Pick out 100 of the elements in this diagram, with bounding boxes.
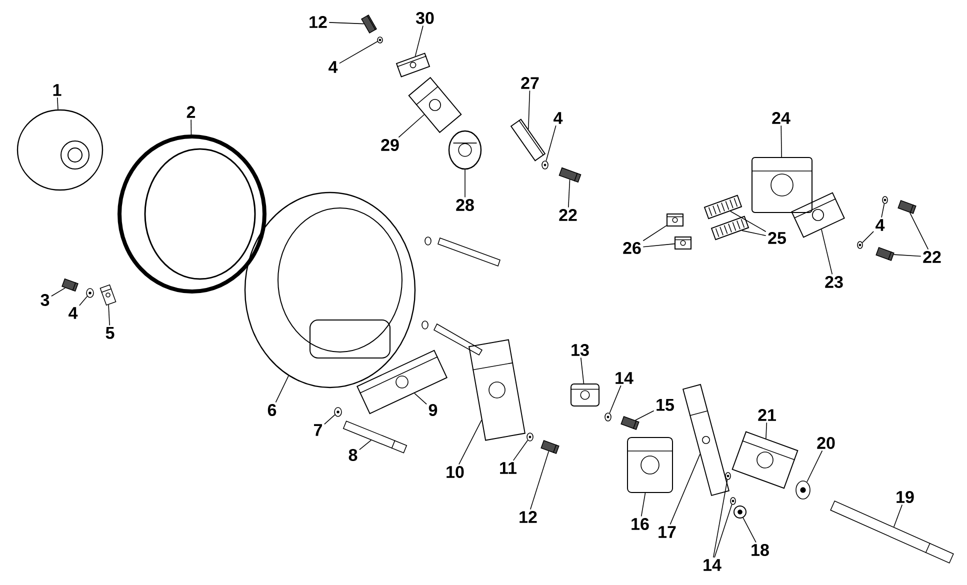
- callout-number: 30: [416, 12, 434, 24]
- leader-line: [821, 228, 833, 275]
- leader-line: [730, 210, 766, 232]
- callout-number: 6: [268, 404, 276, 416]
- callout-number: 25: [768, 232, 786, 244]
- leader-line: [414, 392, 427, 405]
- callout-number: 20: [817, 436, 835, 450]
- callout-number: 22: [923, 251, 941, 263]
- leader-line: [862, 231, 874, 244]
- screw-drawing: [620, 416, 640, 430]
- nut-drawing: [734, 506, 746, 518]
- leader-line: [634, 410, 654, 421]
- leader-line: [766, 422, 768, 439]
- callout-number: 21: [758, 409, 776, 421]
- leader-line: [79, 296, 88, 306]
- washer-drawing: [796, 480, 810, 500]
- leader-line: [190, 119, 192, 135]
- leader-line: [512, 440, 528, 461]
- leader-line: [670, 454, 700, 525]
- washer-drawing: [725, 472, 731, 480]
- callout-number: 28: [456, 198, 474, 212]
- callout-number: 4: [68, 307, 78, 319]
- callout-number: 29: [381, 138, 399, 152]
- leader-line: [609, 385, 622, 414]
- callout-number: 4: [328, 61, 338, 73]
- brush-holder-drawing: [626, 437, 674, 493]
- callout-number: 19: [896, 490, 914, 504]
- leader-line: [328, 22, 364, 24]
- leader-line: [324, 414, 336, 425]
- leader-line: [56, 97, 58, 110]
- leader-line: [893, 504, 903, 528]
- callout-number: 3: [40, 294, 50, 306]
- leader-line: [275, 375, 289, 403]
- callout-number: 4: [554, 112, 563, 124]
- housing-drawing: [244, 192, 416, 388]
- callout-number: 2: [186, 106, 196, 118]
- callout-number: 24: [772, 112, 790, 124]
- clamp-drawing: [448, 130, 482, 170]
- leader-line: [909, 212, 929, 250]
- callout-number: 22: [559, 209, 577, 221]
- callout-number: 7: [314, 424, 322, 436]
- washer-drawing: [542, 160, 548, 170]
- leader-line: [642, 243, 675, 248]
- leader-line: [530, 450, 550, 510]
- callout-number: 1: [53, 84, 62, 96]
- leader-line: [806, 450, 823, 482]
- callout-number: 11: [500, 462, 517, 474]
- leader-line: [359, 440, 372, 450]
- leader-line: [881, 203, 885, 218]
- callout-number: 27: [521, 77, 539, 89]
- leader-line: [528, 90, 530, 130]
- washer-drawing: [730, 497, 736, 505]
- callout-number: 16: [632, 518, 649, 530]
- callout-number: 10: [446, 466, 464, 478]
- leader-line: [51, 288, 66, 297]
- leader-line: [414, 25, 424, 57]
- terminal-drawing: [100, 284, 116, 306]
- leader-line: [742, 230, 766, 236]
- brush-drawing: [674, 236, 692, 250]
- block-drawing: [751, 157, 813, 213]
- callout-number: 9: [428, 404, 438, 416]
- leader-line: [714, 504, 732, 558]
- callout-number: 23: [825, 276, 843, 288]
- block-drawing: [570, 384, 600, 406]
- leader-line: [780, 125, 782, 158]
- stator-drawing: [118, 134, 266, 294]
- screw-drawing: [558, 167, 582, 183]
- leader-line: [640, 492, 646, 517]
- plate-drawing: [791, 192, 845, 238]
- leader-line: [458, 420, 482, 465]
- screw-drawing: [898, 200, 916, 214]
- cylinder-drawing: [732, 431, 798, 489]
- callout-number: 15: [656, 399, 674, 411]
- leader-line: [464, 169, 466, 198]
- leader-line: [546, 125, 556, 162]
- callout-number: 13: [572, 344, 589, 356]
- washer-drawing: [857, 241, 863, 249]
- washer-drawing: [334, 407, 342, 417]
- washer-drawing: [377, 36, 383, 44]
- washer-drawing: [86, 288, 94, 298]
- callout-number: 17: [658, 526, 676, 538]
- rotor-drawing: [16, 109, 104, 191]
- callout-number: 12: [520, 511, 537, 523]
- callout-number: 12: [310, 16, 327, 28]
- washer-drawing: [882, 196, 888, 204]
- callout-number: 18: [752, 544, 769, 556]
- leader-line: [893, 254, 922, 257]
- callout-number: 26: [623, 242, 641, 254]
- callout-number: 14: [616, 372, 634, 384]
- callout-number: 8: [348, 448, 358, 462]
- callout-number: 4: [876, 219, 885, 231]
- screw-drawing: [62, 278, 78, 292]
- callout-number: 5: [106, 327, 114, 339]
- callout-number: 14: [704, 559, 722, 571]
- washer-drawing: [604, 412, 612, 422]
- leader-line: [568, 179, 570, 208]
- washer-drawing: [526, 432, 534, 442]
- leader-line: [580, 357, 584, 384]
- brush-drawing: [666, 214, 684, 226]
- screw-drawing: [876, 246, 894, 261]
